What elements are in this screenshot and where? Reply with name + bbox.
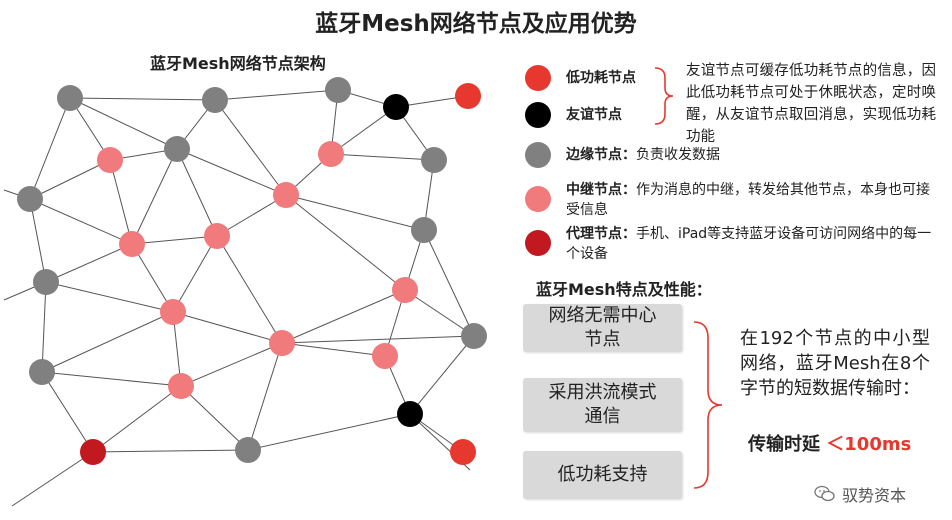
network-link <box>41 371 182 387</box>
relay-node <box>273 182 299 208</box>
legend-friend-label: 友谊节点 <box>566 107 622 123</box>
network-nodes <box>17 77 487 465</box>
network-link <box>214 89 339 101</box>
network-link <box>176 148 287 196</box>
edge-node <box>202 87 228 113</box>
relay-node <box>160 299 186 325</box>
legend-low-power-label: 低功耗节点 <box>566 70 636 86</box>
network-link <box>281 289 406 344</box>
low-power-node <box>455 83 481 109</box>
page-title: 蓝牙Mesh网络节点及应用优势 <box>315 11 637 37</box>
edge-node <box>325 77 351 103</box>
network-link <box>180 385 249 451</box>
network-link <box>41 311 174 373</box>
network-link <box>281 342 386 357</box>
watermark-text: 驭势资本 <box>842 486 907 505</box>
diagram-subtitle: 蓝牙Mesh网络节点架构 <box>150 54 326 73</box>
network-link <box>131 243 174 313</box>
friend-brace <box>654 67 674 125</box>
wechat-icon <box>814 485 835 502</box>
network-link <box>92 449 249 453</box>
relay-node <box>168 373 194 399</box>
edge-node <box>411 217 437 243</box>
edge-node <box>164 136 190 162</box>
mesh-network-diagram <box>3 77 487 507</box>
legend-proxy-dot <box>525 230 551 256</box>
network-link <box>423 229 475 337</box>
network-link <box>29 159 111 200</box>
latency-label: 传输时延 <box>748 434 820 455</box>
network-link <box>172 235 218 313</box>
friend-node <box>397 401 423 427</box>
feature-box-no-center: 网络无需中心节点 <box>523 304 682 352</box>
network-link <box>330 106 397 155</box>
relay-node <box>372 343 398 369</box>
network-link <box>216 235 283 344</box>
network-link <box>176 148 218 237</box>
feature-box-flooding: 采用洪流模式通信 <box>523 378 682 432</box>
network-link <box>41 371 94 453</box>
performance-text: 在192个节点的中小型网络，蓝牙Mesh在8个字节的短数据传输时： <box>740 328 930 399</box>
legend-relay-dot <box>525 186 551 212</box>
network-link <box>281 335 475 344</box>
network-link <box>29 97 71 200</box>
low-power-node <box>450 439 476 465</box>
network-link <box>131 148 178 245</box>
legend-friend-dot <box>525 102 551 128</box>
edge-node <box>17 186 43 212</box>
legend-low-power-dot <box>525 65 551 91</box>
legend-edge-label: 边缘节点：负责收发数据 <box>566 147 720 163</box>
network-link <box>172 311 283 344</box>
network-link <box>285 194 406 291</box>
proxy-node <box>80 439 106 465</box>
network-link <box>11 451 94 507</box>
network-link <box>109 159 133 245</box>
network-link <box>29 198 133 245</box>
edge-node <box>29 359 55 385</box>
relay-node <box>269 330 295 356</box>
feature-box-low-power: 低功耗支持 <box>523 451 682 499</box>
network-link <box>180 342 283 387</box>
network-link <box>330 153 435 161</box>
relay-node <box>97 147 123 173</box>
network-link <box>131 235 218 245</box>
edge-node <box>33 269 59 295</box>
network-link <box>41 281 47 373</box>
relay-node <box>392 277 418 303</box>
network-link <box>92 385 182 453</box>
latency-value: ＜100ms <box>826 434 912 455</box>
edge-node <box>461 323 487 349</box>
edge-node <box>421 147 447 173</box>
network-link <box>216 194 287 237</box>
watermark: 驭势资本 <box>814 482 906 506</box>
friend-node-description: 友谊节点可缓存低功耗节点的信息，因此低功耗节点可处于休眠状态，定时唤醒，从友谊节… <box>686 63 936 145</box>
legend-relay-label: 中继节点：作为消息的中继，转发给其他节点，本身也可接受信息 <box>566 182 930 218</box>
network-link <box>404 289 475 337</box>
network-link <box>45 243 133 283</box>
latency-line: 传输时延 ＜100ms <box>748 430 911 456</box>
relay-node <box>119 231 145 257</box>
network-link <box>247 342 283 451</box>
edge-node <box>235 437 261 463</box>
network-link <box>247 413 411 451</box>
network-link <box>29 198 47 283</box>
network-link <box>69 97 178 150</box>
friend-node <box>383 94 409 120</box>
network-link <box>214 99 287 196</box>
legend-proxy-label: 代理节点：手机、iPad等支持蓝牙设备可访问网络中的每一个设备 <box>566 226 932 262</box>
network-link <box>409 335 475 415</box>
relay-node <box>318 141 344 167</box>
legend-edge-dot <box>525 142 551 168</box>
features-brace <box>693 321 723 489</box>
edge-node <box>57 85 83 111</box>
relay-node <box>204 223 230 249</box>
features-title: 蓝牙Mesh特点及性能： <box>536 280 712 299</box>
network-link <box>285 194 425 231</box>
network-link <box>69 97 216 101</box>
network-link <box>45 281 174 313</box>
